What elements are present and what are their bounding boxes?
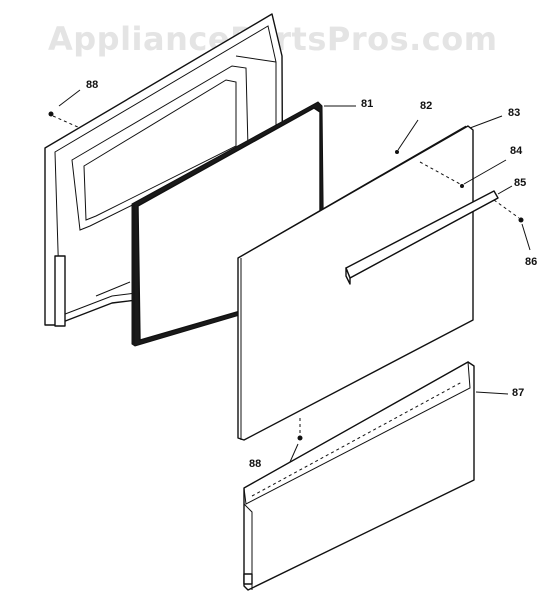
callout-87: 87: [512, 387, 525, 399]
screw-88-top: [48, 111, 54, 117]
callout-81: 81: [361, 98, 374, 110]
door-latch-slot: [54, 255, 66, 327]
outer-door-panel-83: [237, 125, 474, 441]
callout-82: 82: [420, 100, 433, 112]
screws: [48, 89, 531, 463]
callout-86: 86: [525, 256, 538, 268]
screw-88-bottom: [297, 435, 303, 441]
fastener-84: [460, 184, 464, 188]
callout-83: 83: [508, 107, 521, 119]
callout-84: 84: [510, 145, 523, 157]
door-handle-85: [345, 190, 499, 285]
callout-85: 85: [514, 177, 527, 189]
fastener-82: [395, 150, 399, 154]
callout-88-bottom: 88: [249, 458, 262, 470]
bottom-trim-87: [243, 361, 475, 591]
callout-88-top: 88: [86, 79, 99, 91]
screw-86: [518, 217, 524, 223]
